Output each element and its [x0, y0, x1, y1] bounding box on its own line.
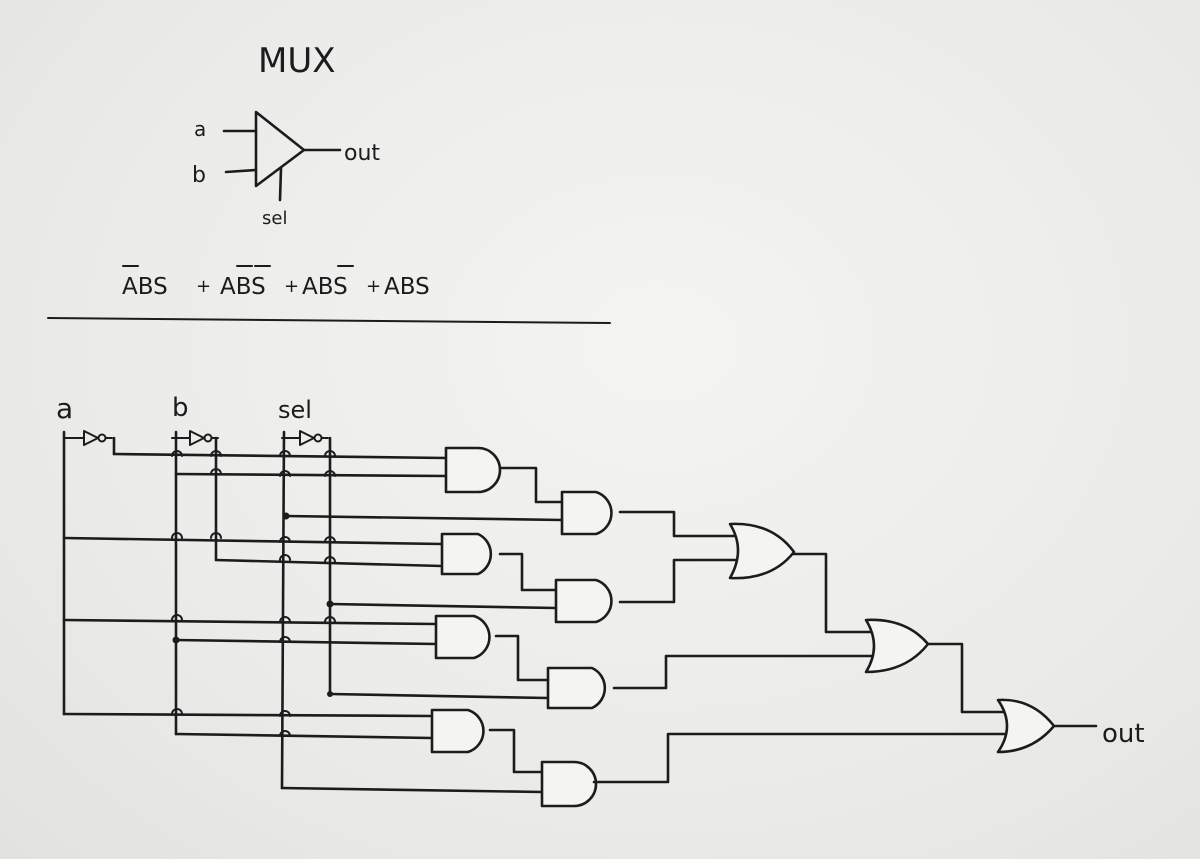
or-gate-1: [728, 522, 796, 580]
divider-line: [47, 317, 611, 324]
or-gates: [728, 522, 1056, 754]
and-chain-wires: [488, 466, 564, 774]
input-wires: [62, 452, 564, 794]
expr-term-1: ABS: [122, 274, 168, 300]
and-gates-level-2: [540, 490, 613, 808]
and-gate-3: [434, 614, 491, 660]
and-gate-4: [430, 708, 485, 754]
expr-plus-2: +: [284, 276, 299, 297]
or-input-wires: [592, 510, 1098, 784]
and-gates-level-1: [430, 446, 502, 754]
input-rails: [62, 430, 332, 790]
inverter-sel: [281, 430, 329, 446]
mux-label-out: out: [344, 141, 380, 166]
or-gate-2: [864, 618, 930, 674]
circuit-inputs: a b sel: [56, 392, 329, 446]
mux-symbol: a b out sel: [192, 110, 380, 229]
and-gate-6: [554, 578, 613, 624]
expr-term-4: ABS: [384, 274, 430, 300]
expr-plus-3: +: [366, 276, 381, 297]
expr-term-3: ABS: [302, 274, 348, 300]
and-gate-2: [440, 532, 493, 576]
input-label-sel: sel: [278, 396, 312, 424]
wire-hops: [171, 450, 336, 737]
mux-label-b: b: [192, 163, 206, 188]
inverter-b: [171, 430, 219, 446]
and-gate-8: [540, 760, 598, 808]
mux-select-wire: [278, 166, 283, 202]
expr-term-2: ABS: [220, 274, 266, 300]
expr-plus-1: +: [196, 276, 211, 297]
and-gate-7: [546, 666, 607, 710]
and-gate-5: [560, 490, 613, 536]
input-label-a: a: [56, 392, 73, 425]
mux-label-a: a: [194, 117, 206, 141]
boolean-expression: ABS + ABS + ABS + ABS: [122, 265, 430, 300]
input-label-b: b: [172, 393, 189, 423]
junction-dots: [172, 512, 334, 697]
mux-label-sel: sel: [262, 208, 287, 229]
and-gate-1: [444, 446, 502, 494]
diagram-title: MUX: [258, 41, 336, 81]
rail-sel: [280, 430, 286, 790]
output-label: out: [1102, 719, 1145, 749]
mux-input-b-wire: [224, 168, 258, 174]
inverter-a: [63, 430, 113, 446]
or-gate-3: [996, 698, 1056, 754]
